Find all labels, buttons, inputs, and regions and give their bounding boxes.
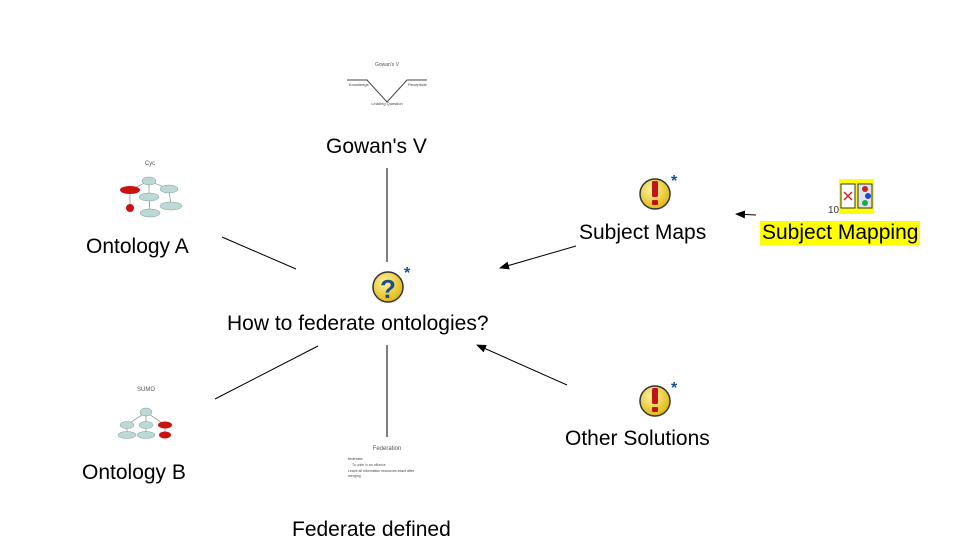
cyc-node — [141, 176, 157, 186]
subject-mapping-map-icon[interactable] — [839, 179, 874, 214]
node-ontology-a[interactable]: Ontology A — [86, 235, 189, 258]
federation-thumbnail[interactable]: Federation federate To unite in an allia… — [348, 446, 415, 478]
gowans-v-thumb-left: Knowledge — [349, 82, 370, 87]
federation-thumb-line-3: Leave all information resources intact a… — [348, 469, 415, 473]
federation-thumb-title: Federation — [373, 446, 402, 452]
cyc-node — [159, 201, 183, 211]
sumo-node-red — [159, 431, 171, 439]
gowans-v-thumbnail[interactable]: Gowan's V Knowledge Recepticle Leading Q… — [347, 62, 427, 106]
subject-maps-note-marker[interactable]: * — [671, 173, 678, 190]
other-solutions-note-marker[interactable]: * — [671, 380, 678, 397]
gowans-v-thumb-right: Recepticle — [408, 82, 427, 87]
sumo-thumbnail[interactable]: SUMO — [117, 387, 172, 439]
cyc-node-red-small — [126, 204, 134, 212]
node-other-solutions[interactable]: Other Solutions — [565, 427, 710, 450]
subject-maps-warning-icon[interactable] — [639, 178, 671, 210]
sumo-node — [136, 431, 156, 439]
link-othersolutions-question — [476, 344, 568, 386]
sumo-node — [117, 431, 137, 439]
svg-text:?: ? — [380, 274, 396, 304]
subject-mapping-count-badge: 10 — [828, 205, 840, 216]
v-shape-icon — [347, 79, 427, 103]
sumo-thumb-title: SUMO — [137, 387, 155, 393]
cyc-node-red — [120, 186, 140, 194]
node-federate-defined[interactable]: Federate defined — [292, 518, 451, 541]
link-subjectmaps-question — [499, 245, 577, 270]
cyc-thumb-title: Cyc — [145, 161, 155, 167]
node-ontology-b[interactable]: Ontology B — [82, 461, 186, 484]
cyc-node — [139, 208, 161, 218]
other-solutions-warning-icon[interactable] — [639, 385, 671, 417]
federation-thumb-line-1: federate — [348, 456, 363, 461]
gowans-v-thumb-title: Gowan's V — [375, 62, 400, 68]
question-note-marker[interactable]: * — [404, 265, 411, 282]
link-mapping-subjectmaps — [735, 210, 757, 219]
federation-thumb-line-4: merging — [348, 474, 361, 478]
cyc-node — [159, 184, 179, 194]
sumo-node-red — [158, 421, 172, 429]
node-question[interactable]: How to federate ontologies? — [227, 312, 489, 335]
sumo-node — [138, 421, 154, 429]
link-ontologya-question — [221, 236, 297, 270]
link-ontologyb-question — [214, 345, 319, 400]
node-subject-maps[interactable]: Subject Maps — [579, 221, 707, 244]
node-gowans-v[interactable]: Gowan's V — [326, 135, 427, 158]
federation-thumb-line-2: To unite in an alliance — [352, 463, 386, 467]
node-subject-mapping[interactable]: Subject Mapping — [760, 221, 921, 245]
cyc-thumbnail[interactable]: Cyc — [120, 161, 183, 218]
sumo-node — [139, 407, 153, 417]
gowans-v-thumb-bottom: Leading Question — [371, 101, 402, 106]
question-icon[interactable]: ? — [372, 271, 404, 304]
sumo-node — [119, 421, 135, 429]
cyc-node — [138, 192, 160, 202]
